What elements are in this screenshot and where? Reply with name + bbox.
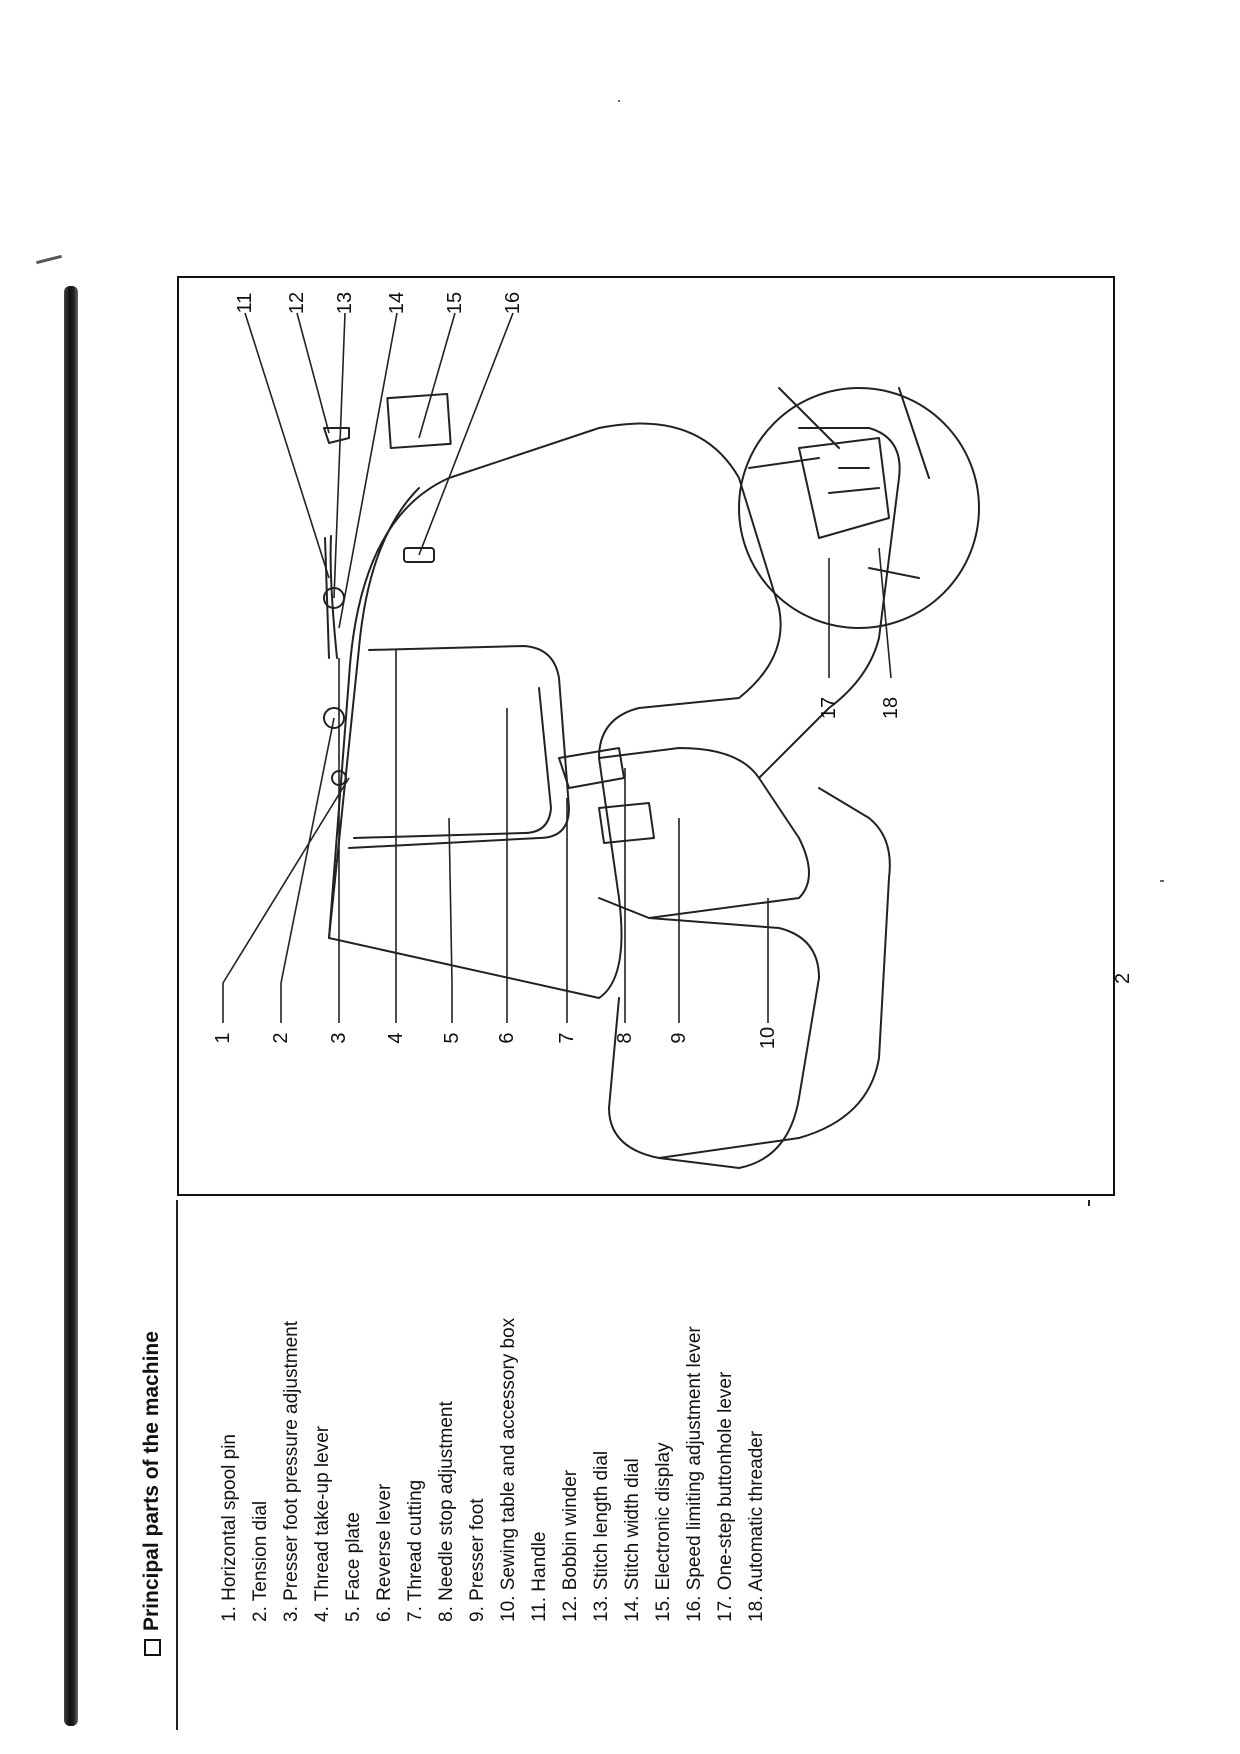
part-list-item: 15. Electronic display bbox=[653, 1442, 674, 1622]
callout-number: 16 bbox=[502, 292, 524, 314]
part-list-item: 2. Tension dial bbox=[250, 1500, 271, 1622]
callout-number: 7 bbox=[556, 1032, 578, 1043]
part-list-item: 17. One-step buttonhole lever bbox=[715, 1371, 736, 1622]
page-number: 2 bbox=[1112, 972, 1134, 984]
callout-leader-line bbox=[448, 817, 453, 984]
callout-number: 18 bbox=[880, 697, 902, 719]
part-list-item: 11. Handle bbox=[529, 1531, 550, 1623]
zoom-detail-circle bbox=[738, 387, 980, 629]
part-list-item: 6. Reverse lever bbox=[374, 1483, 395, 1622]
scan-speck bbox=[618, 100, 620, 102]
speed-lever-slot bbox=[403, 547, 435, 563]
section-divider bbox=[1088, 1200, 1090, 1206]
zoom-detail-lines bbox=[748, 387, 930, 579]
part-list-item: 16. Speed limiting adjustment lever bbox=[684, 1326, 705, 1622]
callout-leader-line bbox=[418, 312, 514, 556]
callout-number: 6 bbox=[496, 1032, 518, 1043]
part-list-item: 5. Face plate bbox=[343, 1512, 364, 1622]
part-list-item: 7. Thread cutting bbox=[405, 1479, 426, 1622]
scan-edge-bar bbox=[64, 286, 78, 1726]
callout-number: 4 bbox=[385, 1032, 407, 1043]
callout-leader-line bbox=[333, 312, 346, 599]
callout-leader-line bbox=[338, 312, 398, 629]
callout-number: 17 bbox=[818, 697, 840, 719]
machine-bed bbox=[598, 897, 820, 1169]
callout-number: 15 bbox=[444, 292, 466, 314]
callout-number: 13 bbox=[334, 292, 356, 314]
checkbox-icon bbox=[143, 1639, 161, 1656]
part-list-item: 14. Stitch width dial bbox=[622, 1458, 643, 1622]
callout-leader-line bbox=[222, 777, 350, 984]
part-list-item: 18. Automatic threader bbox=[746, 1430, 767, 1622]
part-list-item: 9. Presser foot bbox=[467, 1498, 488, 1622]
callout-leader-line bbox=[244, 312, 330, 579]
callout-leader-line bbox=[280, 717, 335, 984]
callout-leader-line bbox=[878, 547, 892, 679]
free-arm bbox=[758, 427, 901, 779]
machine-top-edge bbox=[328, 487, 420, 939]
callout-number: 5 bbox=[441, 1032, 463, 1043]
callout-leader-line bbox=[296, 312, 330, 434]
needle-plate bbox=[598, 802, 655, 844]
callout-number: 14 bbox=[386, 292, 408, 314]
callout-number: 1 bbox=[212, 1032, 234, 1043]
callout-number: 9 bbox=[668, 1032, 690, 1043]
section-divider-left bbox=[176, 1200, 178, 1730]
callout-number: 2 bbox=[270, 1032, 292, 1043]
part-list-item: 13. Stitch length dial bbox=[591, 1450, 612, 1622]
presser-foot-area bbox=[558, 747, 625, 789]
part-list-item: 8. Needle stop adjustment bbox=[436, 1401, 457, 1622]
part-list-item: 3. Presser foot pressure adjustment bbox=[281, 1321, 302, 1622]
callout-number: 12 bbox=[286, 292, 308, 314]
part-list-item: 12. Bobbin winder bbox=[560, 1469, 581, 1622]
machine-body-outline bbox=[328, 422, 782, 999]
callout-number: 11 bbox=[234, 293, 256, 314]
callout-number: 8 bbox=[614, 1032, 636, 1043]
callout-number: 3 bbox=[328, 1032, 350, 1043]
scan-speck bbox=[1160, 880, 1164, 882]
callout-leader-line bbox=[418, 312, 456, 439]
face-plate bbox=[353, 687, 552, 839]
stitch-dial-b bbox=[323, 707, 345, 729]
section-heading: Principal parts of the machine bbox=[140, 1331, 164, 1656]
page-title: Principal parts of the machine bbox=[140, 1331, 163, 1631]
electronic-display-panel bbox=[386, 392, 452, 450]
part-list-item: 4. Thread take-up lever bbox=[312, 1425, 333, 1622]
head-face bbox=[348, 645, 570, 849]
zoom-detail-foot bbox=[798, 437, 890, 539]
scan-mark bbox=[36, 254, 62, 265]
machine-arm bbox=[598, 747, 810, 919]
bed-front bbox=[658, 787, 891, 1159]
callout-number: 10 bbox=[757, 1027, 779, 1049]
part-list-item: 10. Sewing table and accessory box bbox=[498, 1317, 519, 1622]
part-list-item: 1. Horizontal spool pin bbox=[219, 1434, 240, 1622]
